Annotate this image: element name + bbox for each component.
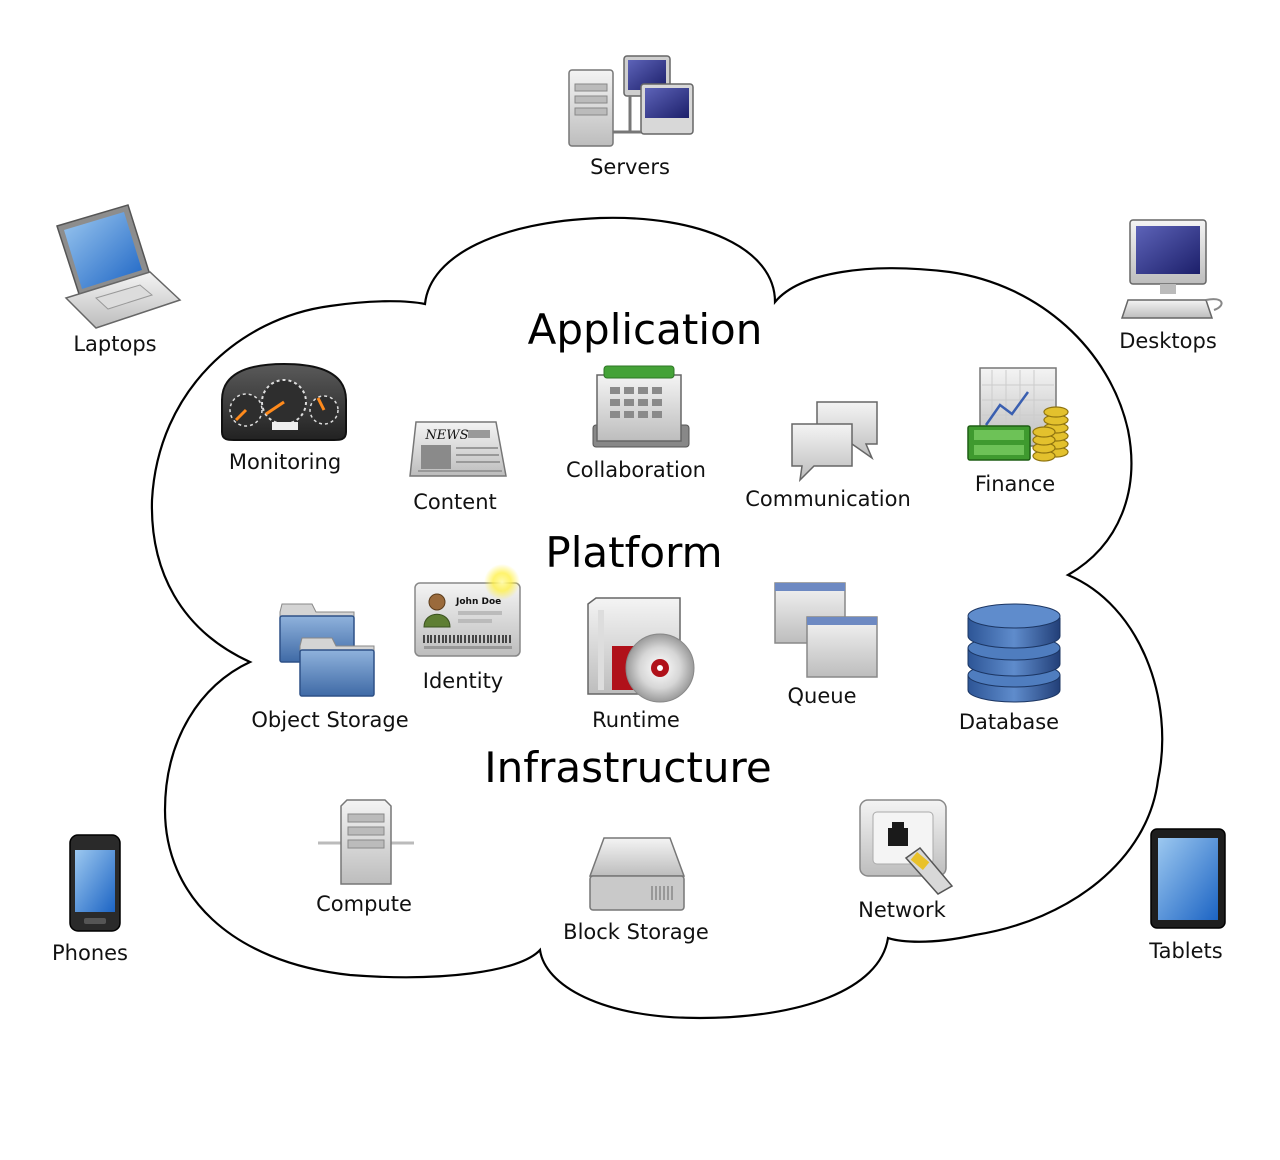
network-jack-icon bbox=[859, 799, 954, 895]
hard-drive-icon bbox=[588, 837, 686, 911]
servers-icon bbox=[568, 55, 694, 147]
newspaper-icon: NEWS bbox=[409, 421, 507, 477]
monitoring-label: Monitoring bbox=[229, 450, 341, 474]
finance-label: Finance bbox=[975, 472, 1055, 496]
identity-label: Identity bbox=[423, 669, 503, 693]
id-card-icon: John Doe bbox=[414, 564, 521, 657]
desktop-icon bbox=[1120, 219, 1223, 319]
infrastructure-title: Infrastructure bbox=[484, 743, 771, 792]
phones-label: Phones bbox=[52, 941, 128, 965]
application-title: Application bbox=[528, 305, 763, 354]
content-label: Content bbox=[413, 490, 497, 514]
finance-chart-money-icon bbox=[967, 367, 1069, 462]
tablets-label: Tablets bbox=[1148, 939, 1222, 963]
compute-label: Compute bbox=[316, 892, 412, 916]
runtime-package-icon bbox=[587, 597, 695, 703]
desktops-label: Desktops bbox=[1119, 329, 1217, 353]
collaboration-label: Collaboration bbox=[566, 458, 706, 482]
phone-icon bbox=[69, 834, 121, 932]
block-storage-label: Block Storage bbox=[563, 920, 709, 944]
communication-label: Communication bbox=[745, 487, 911, 511]
object-storage-label: Object Storage bbox=[251, 708, 408, 732]
compute-server-icon bbox=[318, 799, 414, 885]
database-icon bbox=[967, 603, 1061, 703]
laptops-label: Laptops bbox=[73, 332, 156, 356]
tablet-icon bbox=[1150, 828, 1226, 929]
id-card-name: John Doe bbox=[455, 597, 501, 607]
dashboard-gauge-icon bbox=[221, 362, 347, 441]
speech-bubbles-icon bbox=[791, 401, 878, 483]
queue-label: Queue bbox=[788, 684, 857, 708]
calendar-icon bbox=[592, 365, 690, 448]
database-label: Database bbox=[959, 710, 1059, 734]
network-label: Network bbox=[858, 898, 947, 922]
laptop-icon bbox=[56, 204, 182, 329]
queue-windows-icon bbox=[774, 582, 878, 678]
folder-icon bbox=[279, 603, 375, 697]
platform-title: Platform bbox=[545, 528, 722, 577]
news-text: NEWS bbox=[424, 428, 468, 443]
runtime-label: Runtime bbox=[592, 708, 680, 732]
servers-label: Servers bbox=[590, 155, 670, 179]
